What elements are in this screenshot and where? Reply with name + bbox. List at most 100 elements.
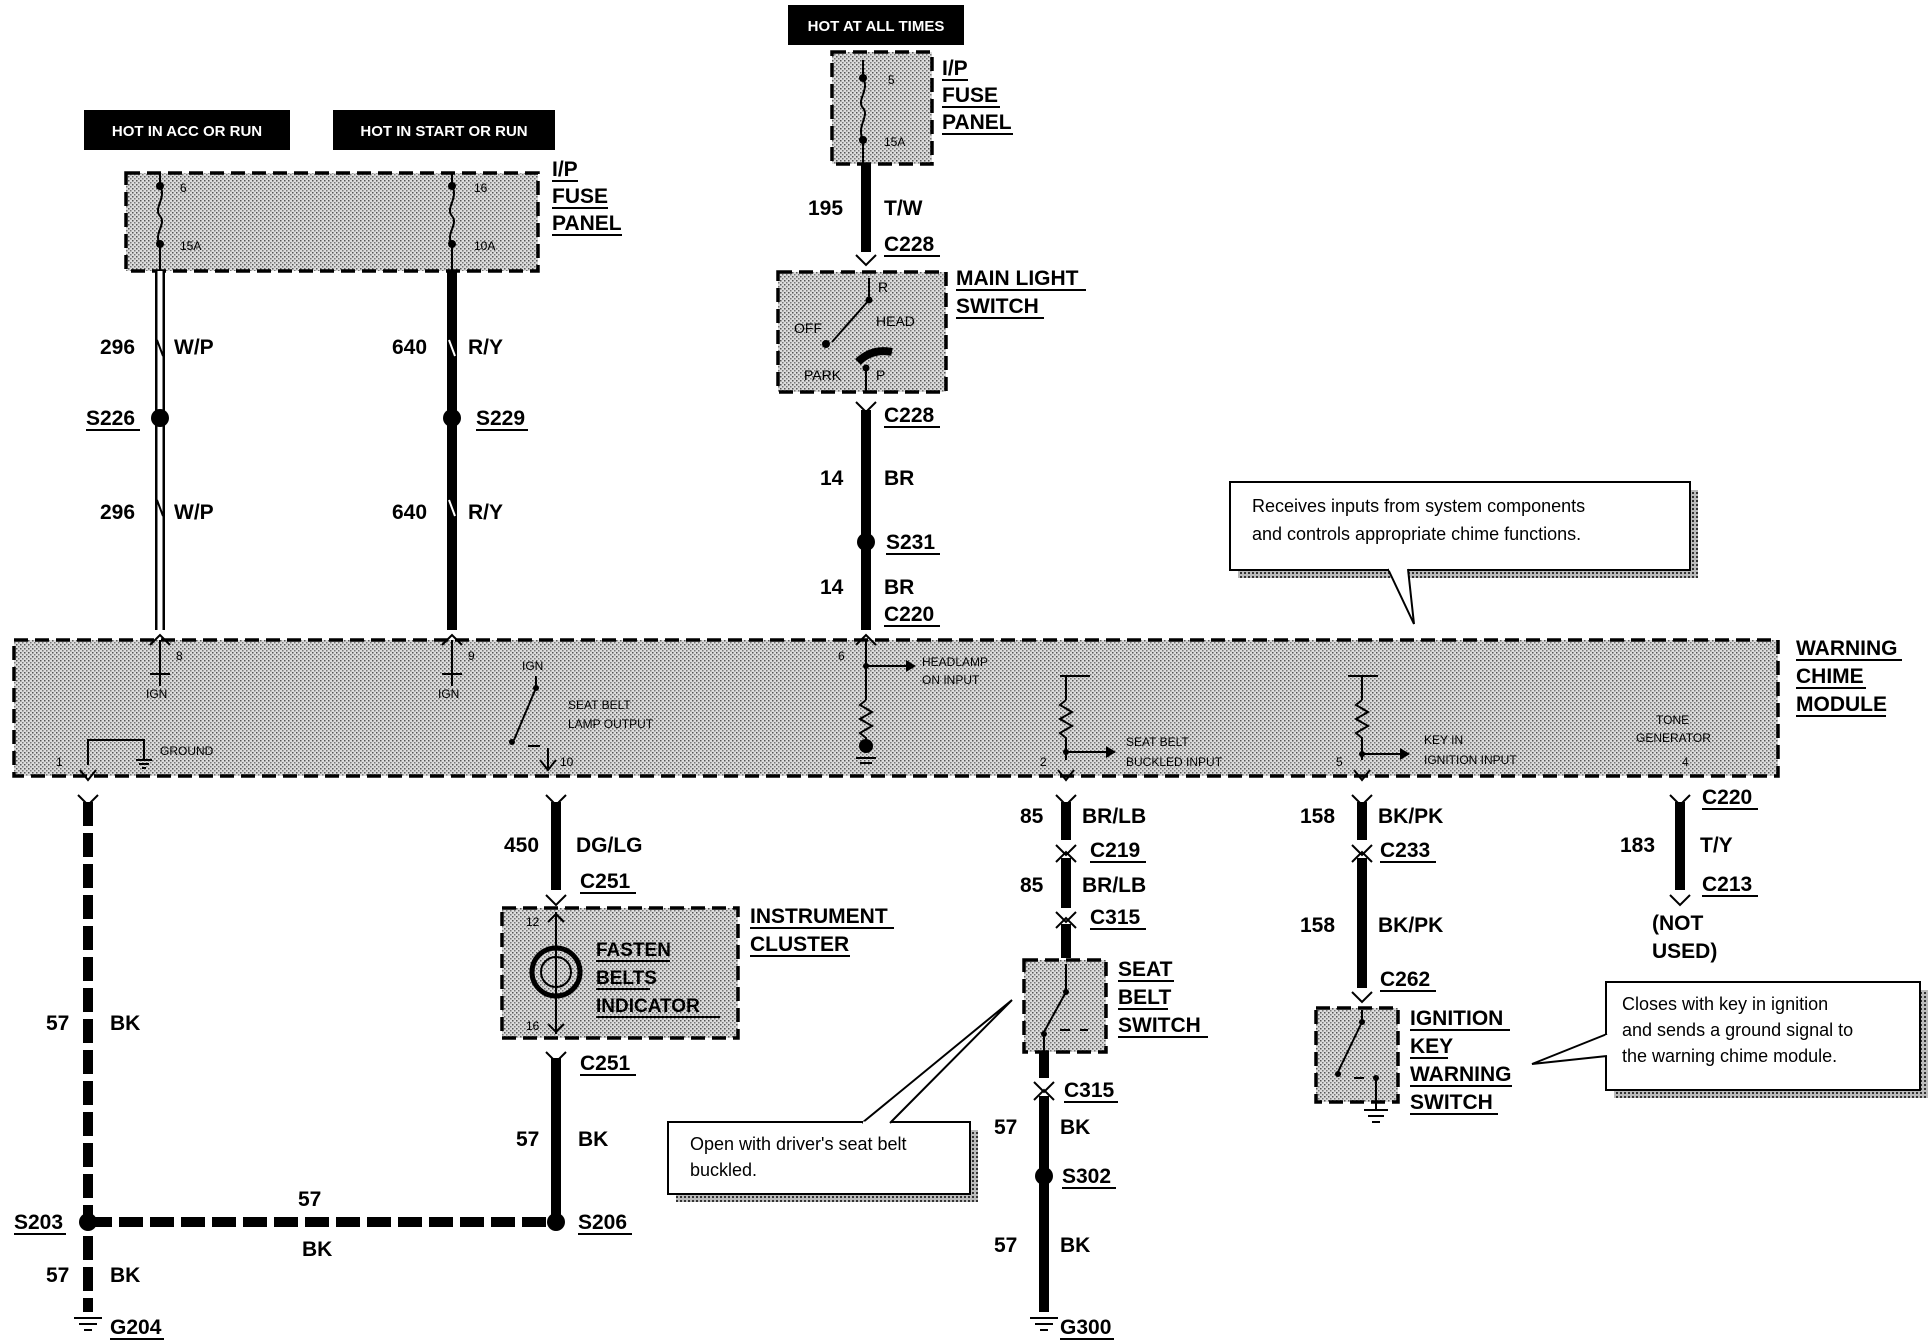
splice-s206-dot	[547, 1213, 565, 1231]
circuit-57-color-d: BK	[578, 1128, 608, 1151]
seat-belt-switch	[1022, 958, 1108, 1054]
ground-g204: G204	[110, 1316, 162, 1339]
ignition-switch-label-3: WARNING	[1410, 1063, 1512, 1086]
fuse-panel-top: 5 15A	[830, 50, 934, 166]
svg-text:12: 12	[526, 915, 540, 929]
ignition-switch-label-1: IGNITION	[1410, 1007, 1503, 1030]
fuse-panel-left-label-1: I/P	[552, 158, 578, 181]
svg-text:BUCKLED INPUT: BUCKLED INPUT	[1126, 755, 1223, 769]
svg-text:1: 1	[56, 755, 63, 769]
svg-text:HOT IN START OR RUN: HOT IN START OR RUN	[360, 123, 527, 140]
circuit-14-color-a: BR	[884, 467, 914, 490]
svg-text:4: 4	[1682, 755, 1689, 769]
svg-text:P: P	[876, 367, 885, 383]
svg-text:ON INPUT: ON INPUT	[922, 673, 980, 687]
svg-text:HOT IN ACC OR RUN: HOT IN ACC OR RUN	[112, 123, 262, 140]
fuse-panel-left: 6 15A 16 10A	[124, 171, 540, 273]
circuit-640-b: 640	[392, 501, 427, 524]
connector-c315-top: C315	[1090, 906, 1141, 929]
svg-text:Receives inputs from system co: Receives inputs from system components	[1252, 496, 1585, 516]
circuit-640-a: 640	[392, 336, 427, 359]
splice-s302: S302	[1062, 1165, 1111, 1188]
svg-text:GROUND: GROUND	[160, 744, 214, 758]
splice-s226: S226	[86, 407, 135, 430]
svg-text:SEAT BELT: SEAT BELT	[568, 698, 631, 712]
module-callout: Receives inputs from system components a…	[1229, 481, 1698, 625]
wire-57-cluster	[545, 1051, 567, 1222]
power-label-acc-run: HOT IN ACC OR RUN	[84, 110, 290, 150]
svg-text:16: 16	[474, 181, 488, 195]
circuit-57-d: 57	[516, 1128, 539, 1151]
circuit-296-a: 296	[100, 336, 135, 359]
wire-158	[1351, 794, 1373, 1004]
circuit-195-color: T/W	[884, 197, 923, 220]
splice-s203-dot	[79, 1213, 97, 1231]
warning-chime-module: 8 IGN 9 IGN IGN SEAT BELT LAMP OUTPUT 10…	[12, 633, 1780, 782]
svg-text:LAMP OUTPUT: LAMP OUTPUT	[568, 717, 654, 731]
seat-belt-callout: Open with driver's seat belt buckled.	[667, 999, 1013, 1202]
svg-text:IGNITION INPUT: IGNITION INPUT	[1424, 753, 1517, 767]
svg-text:TONE: TONE	[1656, 713, 1689, 727]
connector-c251-bottom: C251	[580, 1052, 631, 1075]
ignition-switch-label-4: SWITCH	[1410, 1091, 1493, 1114]
svg-text:10: 10	[560, 755, 574, 769]
svg-text:HEAD: HEAD	[876, 313, 915, 329]
svg-text:FASTEN: FASTEN	[596, 940, 671, 961]
wire-14	[855, 401, 877, 630]
svg-text:15A: 15A	[884, 135, 905, 149]
fuse-panel-left-label-2: FUSE	[552, 185, 608, 208]
main-light-switch: R OFF HEAD PARK P	[776, 270, 948, 394]
connector-c228-top: C228	[884, 233, 935, 256]
connector-c262: C262	[1380, 968, 1430, 991]
connector-c233: C233	[1380, 839, 1430, 862]
not-used-2: USED)	[1652, 940, 1717, 963]
splice-s226-dot	[151, 409, 169, 427]
wire-195	[855, 164, 877, 267]
ground-g300: G300	[1060, 1316, 1111, 1339]
circuit-183: 183	[1620, 834, 1655, 857]
circuit-85-color-a: BR/LB	[1082, 805, 1146, 828]
power-label-start-run: HOT IN START OR RUN	[333, 110, 555, 150]
svg-text:R: R	[878, 279, 888, 295]
svg-text:HOT AT ALL TIMES: HOT AT ALL TIMES	[808, 18, 945, 35]
ground-g204-symbol	[74, 1317, 102, 1331]
warning-chime-module-label-2: CHIME	[1796, 665, 1864, 688]
not-used-1: (NOT	[1652, 912, 1703, 935]
splice-s229: S229	[476, 407, 525, 430]
svg-text:INDICATOR: INDICATOR	[596, 996, 700, 1017]
svg-text:8: 8	[176, 649, 183, 663]
svg-text:Closes with key in ignition: Closes with key in ignition	[1622, 994, 1828, 1014]
svg-text:and sends a ground signal to: and sends a ground signal to	[1622, 1020, 1853, 1040]
circuit-450-color: DG/LG	[576, 834, 643, 857]
seat-belt-switch-label-3: SWITCH	[1118, 1014, 1201, 1037]
connector-c220-bottom: C220	[1702, 786, 1752, 809]
svg-text:2: 2	[1040, 755, 1047, 769]
svg-text:BELTS: BELTS	[596, 968, 657, 989]
circuit-85-a: 85	[1020, 805, 1044, 828]
instrument-cluster-label-2: CLUSTER	[750, 933, 849, 956]
circuit-14-b: 14	[820, 576, 844, 599]
svg-text:buckled.: buckled.	[690, 1160, 757, 1180]
circuit-158-color-b: BK/PK	[1378, 914, 1443, 937]
connector-c315-bottom: C315	[1064, 1079, 1115, 1102]
circuit-296-color-b: W/P	[174, 501, 214, 524]
circuit-57-b: 57	[298, 1188, 321, 1211]
wire-57-seatbelt	[1033, 1052, 1055, 1312]
svg-text:15A: 15A	[180, 239, 201, 253]
svg-text:OFF: OFF	[794, 320, 822, 336]
connector-c219: C219	[1090, 839, 1140, 862]
svg-text:IGN: IGN	[522, 659, 543, 673]
wire-296	[155, 271, 165, 630]
wire-57-left	[77, 794, 556, 1312]
warning-chime-module-label-1: WARNING	[1796, 637, 1898, 660]
splice-s231: S231	[886, 531, 935, 554]
circuit-640-color-b: R/Y	[468, 501, 503, 524]
svg-text:5: 5	[1336, 755, 1343, 769]
wire-640	[447, 271, 457, 630]
circuit-296-b: 296	[100, 501, 135, 524]
circuit-195: 195	[808, 197, 843, 220]
svg-text:Open with driver's seat belt: Open with driver's seat belt	[690, 1134, 907, 1154]
svg-text:IGN: IGN	[146, 687, 167, 701]
circuit-183-color: T/Y	[1700, 834, 1733, 857]
